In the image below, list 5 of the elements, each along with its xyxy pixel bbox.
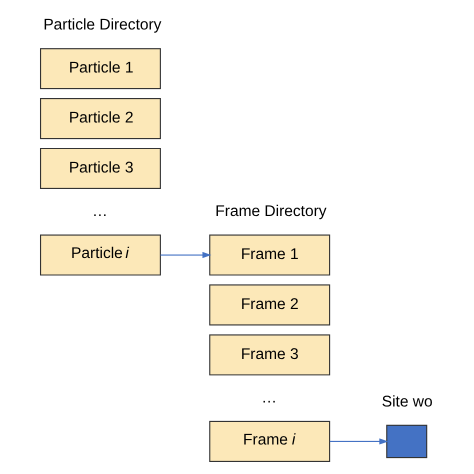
label: Frame Directory	[214, 202, 326, 220]
label: Particle Directory	[42, 16, 161, 34]
label: …	[260, 389, 276, 406]
label: …	[92, 202, 108, 220]
label: Site wo	[381, 394, 432, 411]
